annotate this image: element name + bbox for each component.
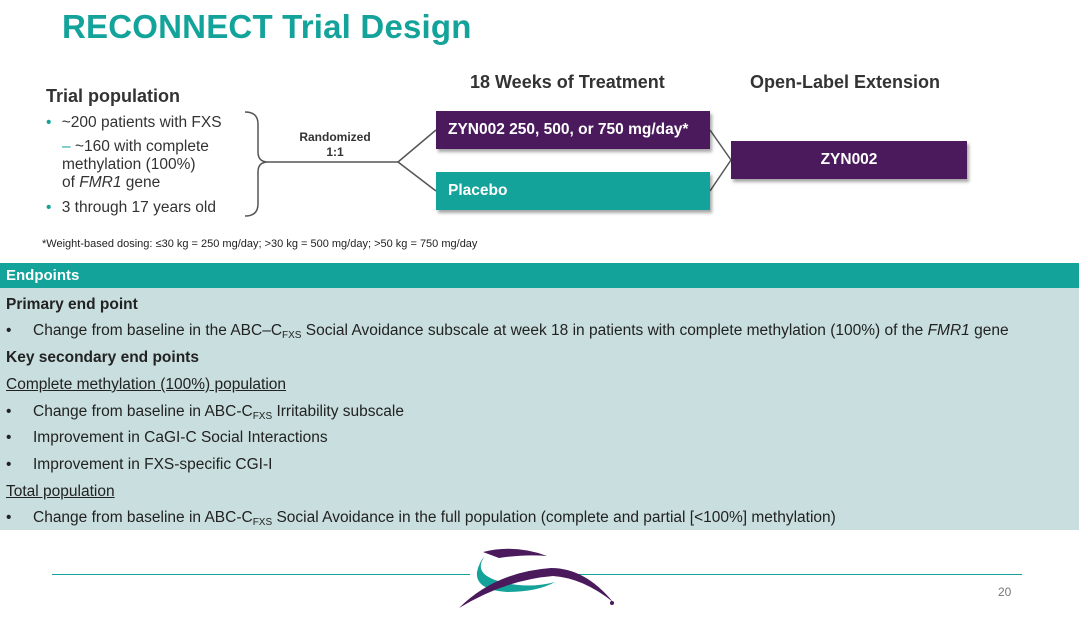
bullet-dot: • xyxy=(6,429,12,446)
subitem-suffix: gene xyxy=(125,174,161,191)
population-item-2-text: 3 through 17 years old xyxy=(61,199,216,216)
bullet-dot: • xyxy=(46,199,52,216)
footer-divider-left xyxy=(52,574,470,575)
text-part: Irritability subscale xyxy=(272,403,404,420)
randomized-label: Randomized 1:1 xyxy=(290,130,380,160)
primary-endpoint-heading: Primary end point xyxy=(6,296,138,313)
arrow-to-zyn xyxy=(397,129,437,163)
arrow-placebo-to-ole xyxy=(709,159,732,192)
text-part: Social Avoidance subscale at week 18 in … xyxy=(301,322,928,339)
arrow-to-placebo xyxy=(397,161,437,192)
subscript-fxs: FXS xyxy=(252,411,273,422)
secondary-item-1: Change from baseline in ABC-CFXS Irritab… xyxy=(33,403,404,422)
secondary-item-3: Improvement in FXS-specific CGI-I xyxy=(33,456,273,473)
text-part: Change from baseline in ABC-C xyxy=(33,509,253,526)
endpoints-panel: Primary end point • Change from baseline… xyxy=(0,288,1079,530)
bullet-dot: • xyxy=(46,114,52,131)
secondary-item-2: Improvement in CaGI-C Social Interaction… xyxy=(33,429,328,446)
subitem-line-3: of FMR1 gene xyxy=(62,174,160,192)
subscript-fxs: FXS xyxy=(282,330,302,341)
total-population-item: Change from baseline in ABC-CFXS Social … xyxy=(33,509,836,528)
zyn002-arm-box: ZYN002 250, 500, or 750 mg/day* xyxy=(436,111,710,149)
primary-endpoint-item: Change from baseline in the ABC–CFXS Soc… xyxy=(33,322,1009,341)
bullet-dot: • xyxy=(6,322,12,339)
ole-zyn002-box: ZYN002 xyxy=(731,141,967,179)
complete-methylation-heading: Complete methylation (100%) population xyxy=(6,376,287,393)
endpoints-label: Endpoints xyxy=(6,267,80,284)
text-part: gene xyxy=(969,322,1009,339)
population-bracket xyxy=(244,111,269,217)
bullet-dot: • xyxy=(6,509,12,526)
subitem-line-2: methylation (100%) xyxy=(62,156,196,173)
text-part: Change from baseline in ABC-C xyxy=(33,403,253,420)
population-item-1: • ~200 patients with FXS xyxy=(46,114,222,132)
placebo-arm-box: Placebo xyxy=(436,172,710,210)
endpoints-header-bar xyxy=(0,263,1079,288)
randomized-line-1: Randomized xyxy=(299,130,371,144)
bullet-dot: • xyxy=(6,456,12,473)
gene-name: FMR1 xyxy=(927,322,970,339)
population-item-2: • 3 through 17 years old xyxy=(46,199,216,217)
population-item-1-text: ~200 patients with FXS xyxy=(61,114,222,131)
trial-population-heading: Trial population xyxy=(46,86,180,106)
text-part: Social Avoidance in the full population … xyxy=(272,509,836,526)
bullet-dot: • xyxy=(6,403,12,420)
page-title: RECONNECT Trial Design xyxy=(62,8,472,45)
dash-marker: – xyxy=(62,138,71,155)
treatment-header: 18 Weeks of Treatment xyxy=(470,72,665,92)
arrow-zyn-to-ole xyxy=(709,129,732,161)
subitem-line-1: ~160 with complete xyxy=(74,138,209,155)
population-subitem: – ~160 with complete xyxy=(62,138,209,156)
footer-divider-right xyxy=(567,574,1022,575)
ole-header: Open-Label Extension xyxy=(750,72,941,92)
secondary-endpoints-heading: Key secondary end points xyxy=(6,349,199,366)
text-part: Change from baseline in the ABC–C xyxy=(33,322,283,339)
randomization-connectors xyxy=(244,111,732,217)
subscript-fxs: FXS xyxy=(252,517,273,528)
company-logo-icon xyxy=(459,548,614,608)
page-number: 20 xyxy=(998,585,1012,599)
dosing-footnote: *Weight-based dosing: ≤30 kg = 250 mg/da… xyxy=(42,238,478,250)
total-population-heading: Total population xyxy=(6,483,115,500)
gene-name: FMR1 xyxy=(79,174,122,191)
randomized-ratio: 1:1 xyxy=(326,145,344,159)
subitem-prefix: of xyxy=(62,174,75,191)
